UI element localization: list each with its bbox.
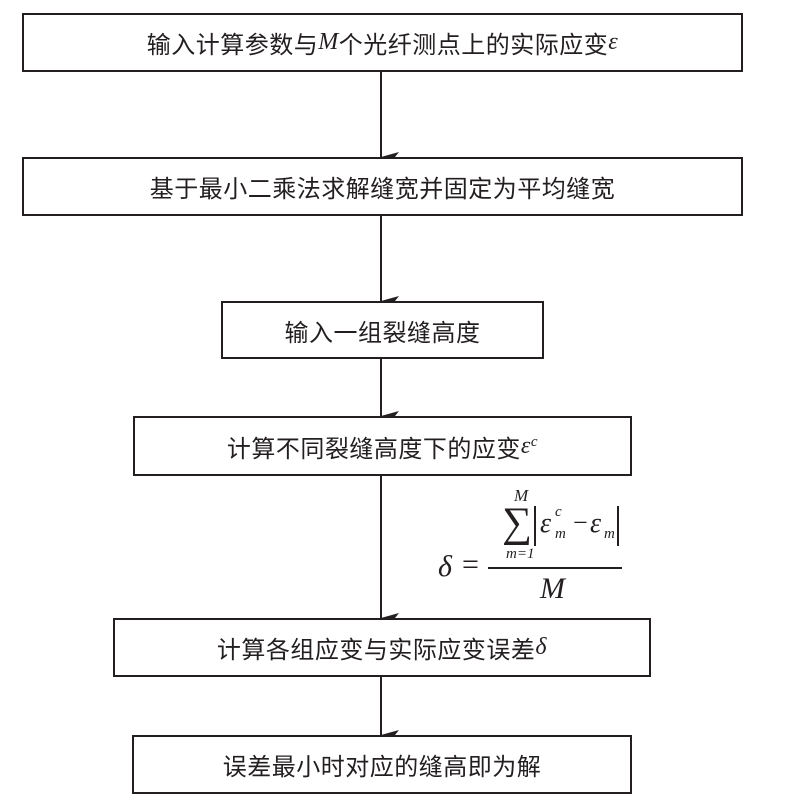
formula-abs-right (617, 506, 619, 546)
formula-minus: − (573, 508, 588, 537)
math-delta: δ (535, 634, 548, 660)
formula-denominator: M (540, 572, 565, 605)
step-label: 基于最小二乘法求解缝宽并固定为平均缝宽 (149, 175, 616, 203)
formula-term1-sub: m (555, 526, 566, 542)
step-least-squares-width: 基于最小二乘法求解缝宽并固定为平均缝宽 (22, 157, 743, 216)
math-var-m: M (318, 29, 339, 55)
formula-lhs: δ (438, 550, 452, 583)
step-label: 输入一组裂缝高度 (284, 318, 481, 347)
formula-term1-sup: c (555, 504, 562, 520)
step-minimum-error-solution: 误差最小时对应的缝高即为解 (132, 735, 632, 794)
formula-sum-lower: m=1 (506, 546, 535, 562)
math-epsilon: ε (520, 432, 531, 459)
formula-abs-left (534, 506, 536, 546)
formula-term1: ε (540, 508, 552, 539)
formula-equals: = (462, 548, 479, 581)
step-label: 计算各组应变与实际应变误差 (216, 636, 536, 664)
math-epsilon: ε (608, 29, 619, 55)
formula-fraction-line (488, 567, 622, 569)
formula-term2: ε (590, 508, 602, 539)
formula-sum-upper: M (514, 486, 529, 505)
step-label: 计算不同裂缝高度下的应变 (226, 434, 521, 463)
formula-sum-symbol: ∑ (502, 500, 532, 546)
step-label: 误差最小时对应的缝高即为解 (222, 753, 542, 781)
error-formula: δ = M ∑ m=1 ε c m − ε m M (436, 486, 636, 606)
step-label-cont: 个光纤测点上的实际应变 (338, 31, 609, 59)
formula-term2-sub: m (604, 526, 615, 542)
math-superscript-c: c (530, 433, 539, 450)
step-label: 输入计算参数与 (146, 31, 319, 59)
step-input-crack-heights: 输入一组裂缝高度 (221, 301, 544, 359)
